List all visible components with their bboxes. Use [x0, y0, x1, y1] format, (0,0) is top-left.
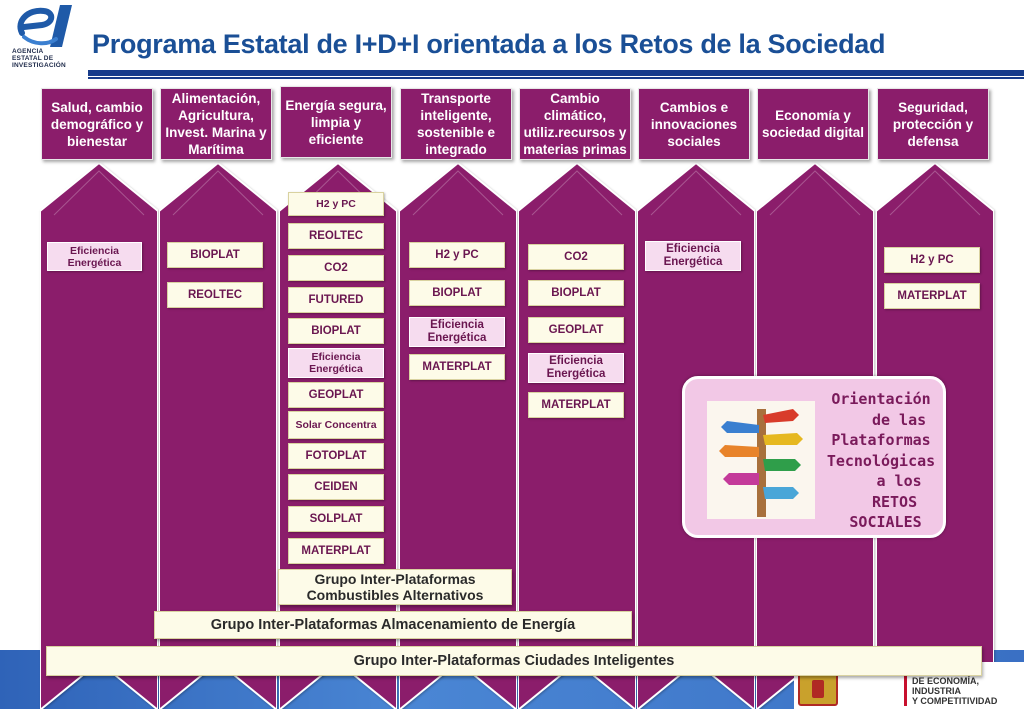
- challenge-header-seguridad: Seguridad, protección y defensa: [877, 88, 989, 160]
- platform-box: MATERPLAT: [409, 354, 505, 380]
- platform-box: SOLPLAT: [288, 506, 384, 532]
- title-divider-thin: [88, 77, 1024, 79]
- platform-box: Solar Concentra: [288, 411, 384, 439]
- logo-text: AGENCIA ESTATAL DE INVESTIGACIÓN: [12, 48, 66, 69]
- aei-logo: AGENCIA ESTATAL DE INVESTIGACIÓN: [6, 3, 84, 73]
- platform-box: MATERPLAT: [528, 392, 624, 418]
- platform-box: H2 y PC: [884, 247, 980, 273]
- logo-divider: [904, 672, 907, 706]
- platform-box: MATERPLAT: [884, 283, 980, 309]
- platform-box: CEIDEN: [288, 474, 384, 500]
- platform-box: FUTURED: [288, 287, 384, 313]
- challenge-arrow: [40, 163, 158, 709]
- challenge-header-salud: Salud, cambio demográfico y bienestar: [41, 88, 153, 160]
- signpost-illustration: [707, 401, 815, 519]
- platform-box: Eficiencia Energética: [47, 242, 142, 271]
- challenge-header-transporte: Transporte inteligente, sostenible e int…: [400, 88, 512, 160]
- platform-box: CO2: [288, 255, 384, 281]
- platform-box: BIOPLAT: [288, 318, 384, 344]
- title-divider: [88, 70, 1024, 76]
- page-title: Programa Estatal de I+D+I orientada a lo…: [92, 29, 886, 59]
- challenge-header-clima: Cambio climático, utiliz.recursos y mate…: [519, 88, 631, 160]
- platform-box: Eficiencia Energética: [528, 353, 624, 383]
- challenge-header-cambios-sociales: Cambios e innovaciones sociales: [638, 88, 750, 160]
- group-almacenamiento: Grupo Inter-Plataformas Almacenamiento d…: [154, 611, 632, 639]
- platform-box: REOLTEC: [167, 282, 263, 308]
- platform-box: REOLTEC: [288, 223, 384, 249]
- platform-box: H2 y PC: [288, 192, 384, 216]
- platform-box: BIOPLAT: [528, 280, 624, 306]
- platform-box: FOTOPLAT: [288, 443, 384, 469]
- group-combustibles: Grupo Inter-Plataformas Combustibles Alt…: [278, 569, 512, 605]
- platform-box: MATERPLAT: [288, 538, 384, 564]
- platform-box: H2 y PC: [409, 242, 505, 268]
- platform-box: Eficiencia Energética: [288, 348, 384, 378]
- platform-box: CO2: [528, 244, 624, 270]
- group-ciudades: Grupo Inter-Plataformas Ciudades Intelig…: [46, 646, 982, 676]
- platform-box: GEOPLAT: [288, 382, 384, 408]
- callout-text: Orientación de las Plataformas Tecnológi…: [826, 390, 936, 531]
- platform-box: GEOPLAT: [528, 317, 624, 343]
- challenge-header-energia: Energía segura, limpia y eficiente: [280, 86, 392, 158]
- challenge-header-economia-digital: Economía y sociedad digital: [757, 88, 869, 160]
- platform-box: BIOPLAT: [167, 242, 263, 268]
- signpost-icon: [719, 409, 803, 517]
- platform-box: Eficiencia Energética: [409, 317, 505, 347]
- challenge-header-alimentacion: Alimentación, Agricultura, Invest. Marin…: [160, 88, 272, 160]
- coat-of-arms-icon: [798, 672, 838, 706]
- platform-box: BIOPLAT: [409, 280, 505, 306]
- logo-mark-icon: [17, 5, 72, 47]
- callout-box: Orientación de las Plataformas Tecnológi…: [682, 376, 946, 538]
- platform-box: Eficiencia Energética: [645, 241, 741, 271]
